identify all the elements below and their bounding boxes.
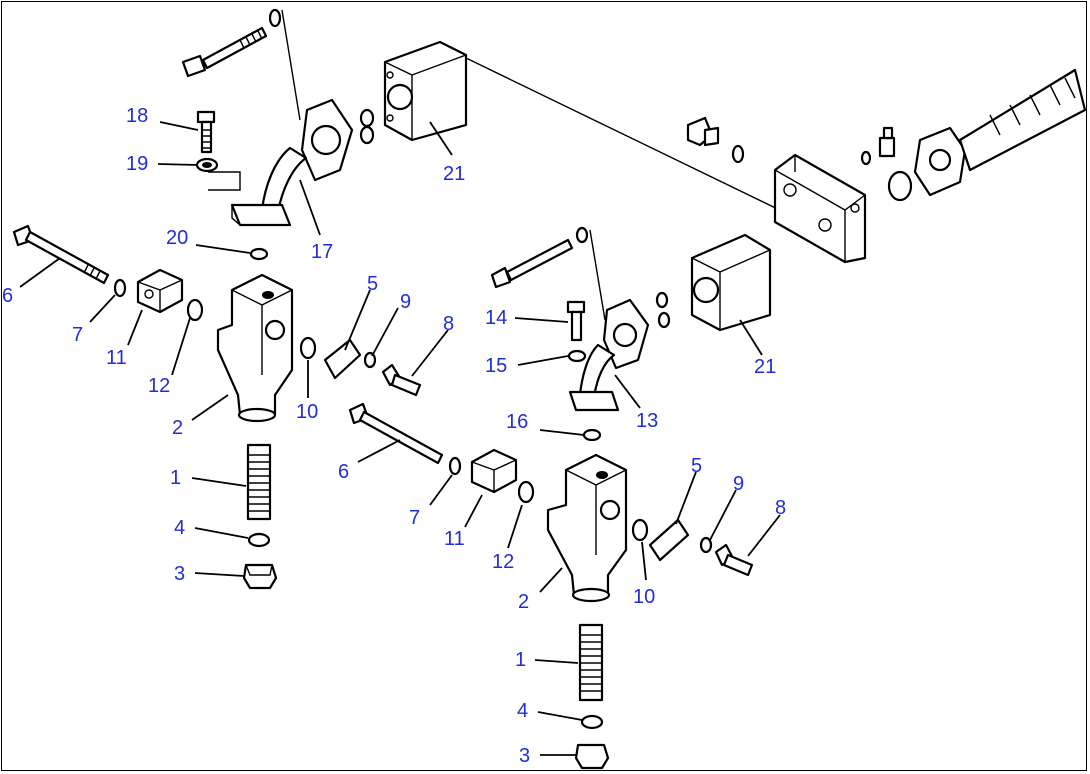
- callout-21: 21: [443, 163, 465, 185]
- callout-6: 6: [2, 285, 13, 307]
- assembly-line: [281, 9, 301, 121]
- callout-19: 19: [126, 153, 148, 175]
- plug-3: [574, 743, 610, 770]
- bolt-8: [714, 543, 754, 577]
- block-11: [136, 268, 184, 314]
- callout-17: 17: [311, 241, 333, 263]
- pump-21-lower: [690, 233, 772, 332]
- o-ring-4: [247, 532, 271, 548]
- callout-11: 11: [106, 347, 127, 369]
- washer-15: [567, 349, 587, 363]
- o-ring-icon: [657, 311, 671, 329]
- washer-7: [113, 278, 127, 298]
- valve-block: [773, 153, 867, 264]
- o-ring-10: [299, 336, 317, 360]
- bolt-8: [381, 363, 422, 397]
- callout-18: 18: [126, 105, 148, 127]
- leader-lines: [19, 121, 781, 756]
- callouts: 18 19 21 17 20 6 7 11 12 2 5 9 8 10 1 4 …: [2, 105, 786, 767]
- long-bolt-upper: [181, 8, 282, 78]
- block-11: [470, 448, 518, 494]
- bolt-18: [196, 110, 216, 154]
- o-ring-12: [186, 298, 204, 322]
- assembly-line: [589, 229, 606, 321]
- long-bolt-upper-right: [490, 226, 589, 289]
- callout-3: 3: [174, 563, 185, 585]
- callout-7: 7: [409, 507, 420, 529]
- flange-shaft: [913, 68, 1087, 197]
- callout-21: 21: [754, 356, 776, 378]
- o-ring-4: [580, 714, 604, 730]
- bolt-14: [566, 300, 586, 342]
- washer-9: [363, 351, 377, 369]
- callout-12: 12: [492, 551, 514, 573]
- valve-body-2-left: [216, 273, 294, 423]
- callout-20: 20: [166, 227, 188, 249]
- callout-7: 7: [72, 324, 83, 346]
- o-ring-icon: [655, 291, 669, 309]
- fitting-small: [878, 126, 896, 158]
- callout-2: 2: [518, 591, 529, 613]
- o-ring-icon: [359, 108, 375, 128]
- callout-16: 16: [506, 411, 528, 433]
- callout-8: 8: [443, 313, 454, 335]
- callout-9: 9: [733, 473, 744, 495]
- callout-15: 15: [485, 355, 507, 377]
- callout-2: 2: [172, 417, 183, 439]
- stud-1: [578, 623, 604, 702]
- plug-3: [242, 563, 278, 590]
- callout-4: 4: [174, 517, 185, 539]
- washer-9: [699, 536, 713, 554]
- pipe-17: [230, 98, 354, 227]
- valve-body-2-right: [546, 453, 628, 603]
- o-ring-icon: [860, 150, 872, 166]
- o-ring-icon: [359, 125, 375, 145]
- washer-19: [195, 157, 219, 173]
- pump-21-upper: [383, 40, 468, 142]
- callout-6: 6: [338, 461, 349, 483]
- washer-7: [448, 456, 462, 476]
- plate-5: [648, 518, 690, 562]
- stud-1: [246, 443, 272, 521]
- o-ring-12: [517, 480, 535, 504]
- callout-13: 13: [636, 410, 658, 432]
- snap-ring-icon: [887, 170, 913, 202]
- callout-10: 10: [633, 586, 655, 608]
- callout-14: 14: [485, 307, 507, 329]
- callout-10: 10: [296, 401, 318, 423]
- plate-5: [323, 338, 362, 380]
- long-bolt-6-left: [12, 224, 110, 285]
- long-bolt-6-right: [348, 402, 444, 465]
- assembly-line: [208, 171, 241, 191]
- callout-5: 5: [367, 273, 378, 295]
- callout-11: 11: [444, 528, 465, 550]
- callout-5: 5: [691, 455, 702, 477]
- o-ring-icon: [731, 144, 745, 164]
- pipe-13: [568, 298, 650, 412]
- assembly-line: [465, 57, 791, 216]
- callout-9: 9: [400, 291, 411, 313]
- fitting: [686, 116, 720, 147]
- o-ring-10: [631, 518, 649, 542]
- o-ring-16: [582, 428, 602, 442]
- callout-12: 12: [148, 375, 170, 397]
- callout-8: 8: [775, 497, 786, 519]
- callout-1: 1: [170, 467, 181, 489]
- callout-3: 3: [519, 745, 530, 767]
- callout-4: 4: [517, 700, 528, 722]
- callout-1: 1: [515, 649, 526, 671]
- o-ring-20: [249, 247, 269, 261]
